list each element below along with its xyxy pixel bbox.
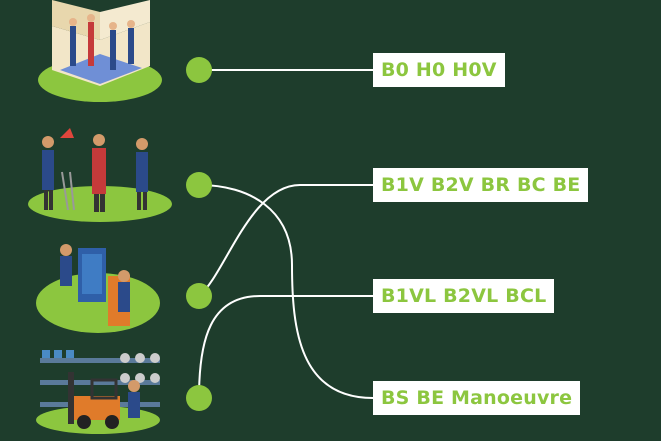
label-2: B1V B2V BR BC BE — [373, 168, 589, 202]
dot-row-3 — [186, 283, 212, 309]
connector-dots — [186, 57, 212, 411]
house-renovation-workers-icon — [38, 0, 162, 102]
connector-lines — [198, 69, 374, 399]
label-3: B1VL B2VL BCL — [373, 279, 555, 313]
connector-3-to-2 — [198, 184, 373, 297]
electrical-cabinet-technicians-icon — [36, 244, 160, 333]
label-1: B0 H0 H0V — [373, 53, 505, 87]
electricians-team-icon — [28, 128, 172, 222]
dot-row-4 — [186, 385, 212, 411]
connector-4-to-3 — [198, 295, 373, 399]
dot-row-2 — [186, 172, 212, 198]
dot-row-1 — [186, 57, 212, 83]
connector-2-to-4 — [198, 184, 374, 399]
forklift-warehouse-icon — [36, 350, 160, 434]
label-4: BS BE Manoeuvre — [373, 381, 581, 415]
